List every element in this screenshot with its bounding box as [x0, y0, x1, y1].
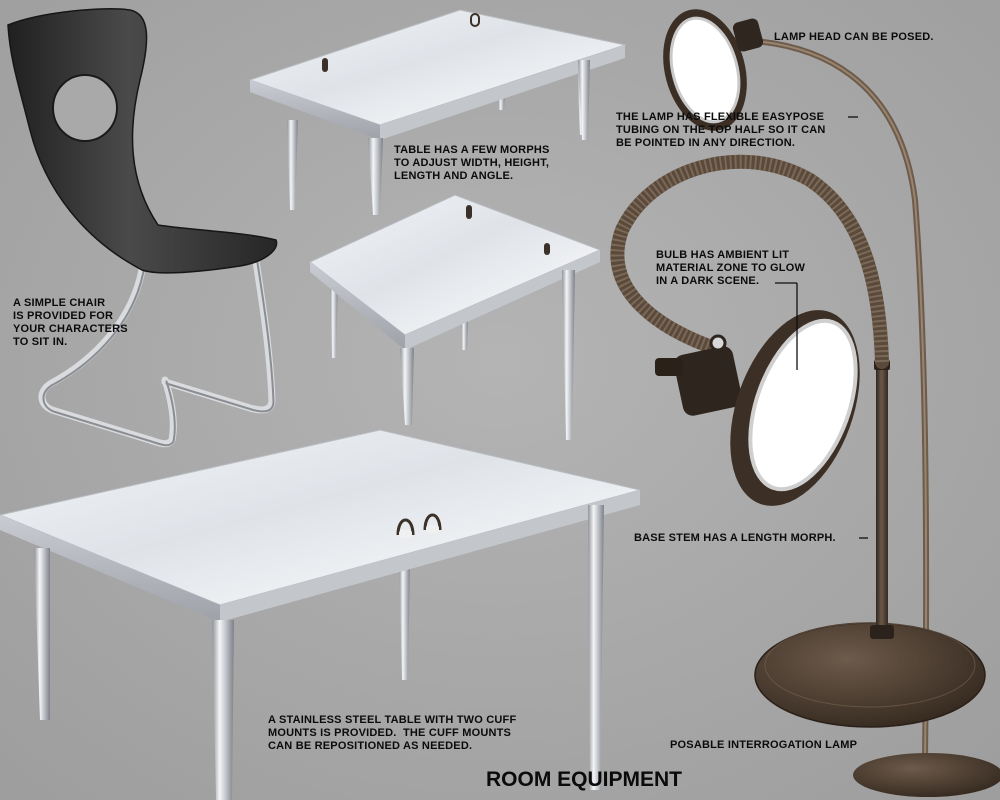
lamp-head-caption: LAMP HEAD CAN BE POSED. — [774, 31, 934, 43]
cuff-mount — [396, 518, 415, 538]
lamp-stem — [876, 360, 888, 635]
chair-back-cutout — [52, 74, 118, 142]
chair-caption: A SIMPLE CHAIR IS PROVIDED FOR YOUR CHAR… — [13, 297, 128, 348]
steel-table — [0, 429, 641, 800]
lamp-lens — [748, 318, 858, 492]
cuff-mount — [322, 13, 480, 72]
lamp-secondary — [663, 9, 1000, 797]
base-stem-caption: BASE STEM HAS A LENGTH MORPH. — [634, 532, 836, 544]
lamp-tubing-caption: THE LAMP HAS FLEXIBLE EASYPOSE TUBING ON… — [616, 111, 826, 149]
small-table-angled — [309, 194, 602, 440]
lamp-base — [853, 753, 1000, 797]
chair-shell — [7, 8, 278, 274]
page-title: ROOM EQUIPMENT — [486, 768, 683, 791]
lamp-base — [754, 622, 986, 728]
steel-table-caption: A STAINLESS STEEL TABLE WITH TWO CUFF MO… — [268, 714, 517, 752]
bulb-caption: BULB HAS AMBIENT LIT MATERIAL ZONE TO GL… — [656, 249, 806, 287]
cuff-mount — [423, 513, 442, 533]
chair — [7, 8, 278, 448]
lamp-lens — [669, 16, 741, 124]
lamp-name-caption: POSABLE INTERROGATION LAMP — [670, 739, 858, 751]
callout-lines — [775, 116, 868, 539]
posable-lamp — [610, 154, 986, 728]
table-morphs-caption: TABLE HAS A FEW MORPHS TO ADJUST WIDTH, … — [394, 144, 550, 182]
small-table-upper — [248, 9, 627, 215]
